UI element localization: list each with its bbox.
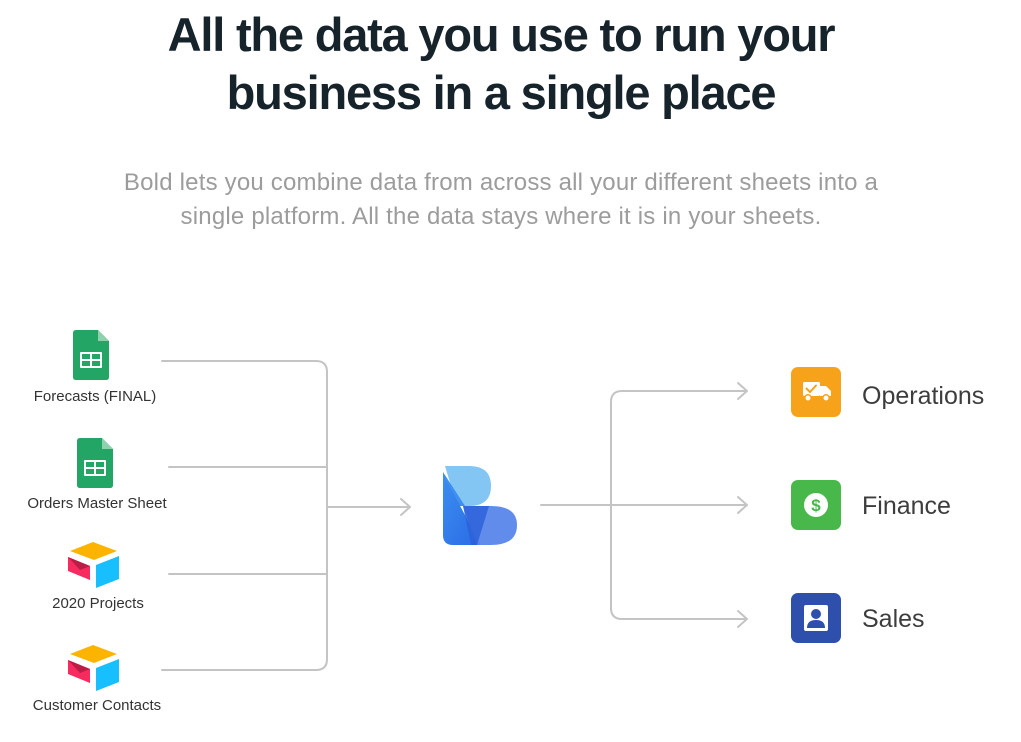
source-customer-contacts[interactable]: Customer Contacts — [33, 645, 161, 714]
source-connectors — [161, 360, 411, 671]
source-label-2020-projects: 2020 Projects — [52, 595, 144, 612]
page-headline: All the data you use to run your busines… — [0, 6, 1002, 122]
destination-sales[interactable]: Sales — [791, 593, 925, 643]
destination-connectors — [540, 382, 748, 628]
delivery-truck-icon — [791, 367, 841, 417]
source-label-customer-contacts: Customer Contacts — [33, 697, 161, 714]
subheading-line-2: single platform. All the data stays wher… — [180, 203, 822, 230]
arrowhead-sales — [737, 610, 748, 628]
destination-label-finance: Finance — [862, 492, 951, 520]
user-badge-icon — [791, 593, 841, 643]
connector-customer-contacts — [161, 505, 328, 671]
dollar-coin-icon: $ — [791, 480, 841, 530]
svg-text:$: $ — [811, 496, 821, 515]
airtable-icon — [68, 542, 119, 588]
connector-forecasts — [161, 360, 328, 507]
destination-label-sales: Sales — [862, 605, 925, 633]
destination-operations[interactable]: Operations — [791, 367, 984, 417]
source-orders-master-sheet[interactable]: Orders Master Sheet — [27, 438, 167, 512]
headline-line-1: All the data you use to run your — [167, 8, 836, 61]
source-label-forecasts-final: Forecasts (FINAL) — [34, 388, 157, 405]
arrowhead-finance — [737, 496, 748, 514]
google-sheets-icon — [73, 330, 109, 380]
headline-line-2: business in a single place — [226, 66, 777, 119]
source-forecasts-final[interactable]: Forecasts (FINAL) — [34, 330, 157, 405]
connector-branch — [610, 390, 747, 620]
source-label-orders-master-sheet: Orders Master Sheet — [27, 495, 167, 512]
airtable-icon — [68, 645, 119, 691]
page-subheading: Bold lets you combine data from across a… — [0, 166, 1002, 234]
destination-label-operations: Operations — [862, 382, 984, 410]
subheading-line-1: Bold lets you combine data from across a… — [123, 169, 879, 196]
source-2020-projects[interactable]: 2020 Projects — [52, 542, 144, 612]
arrowhead-to-hub — [400, 498, 411, 516]
arrowhead-operations — [737, 382, 748, 400]
google-sheets-icon — [77, 438, 113, 488]
destination-finance[interactable]: $ Finance — [791, 480, 951, 530]
bold-logo-icon — [443, 466, 517, 545]
